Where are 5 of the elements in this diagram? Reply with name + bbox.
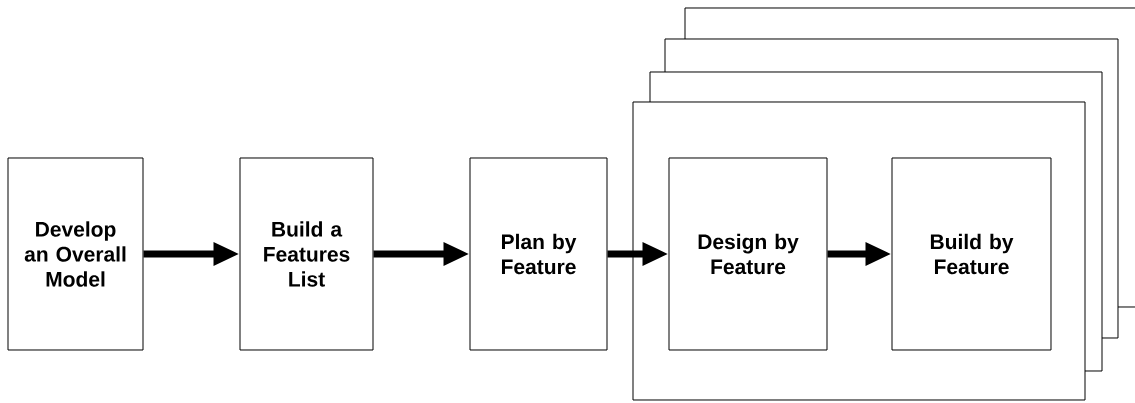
process-box: Design by Feature bbox=[668, 157, 828, 351]
process-box: Plan by Feature bbox=[469, 157, 608, 351]
process-box: Develop an Overall Model bbox=[7, 157, 144, 351]
process-box: Build a Features List bbox=[239, 157, 374, 351]
process-box: Build by Feature bbox=[891, 157, 1052, 351]
